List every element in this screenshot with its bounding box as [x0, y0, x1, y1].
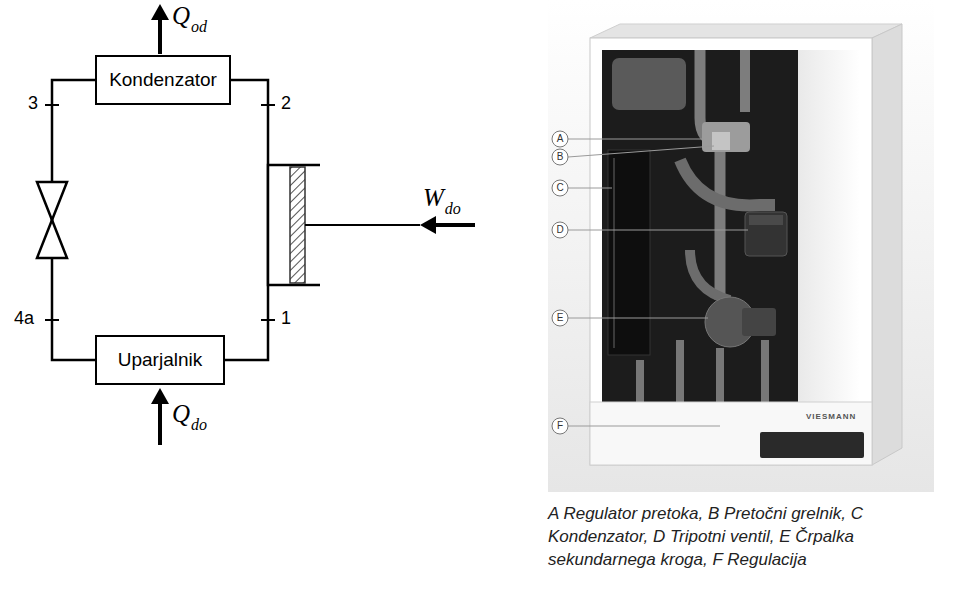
compressor-piston — [290, 167, 305, 283]
component-box: Uparjalnik — [95, 335, 225, 385]
leader-line — [568, 139, 704, 140]
leader-line — [568, 188, 612, 189]
cycle-line — [52, 80, 95, 360]
pipe — [761, 340, 769, 402]
quantity-subscript: do — [191, 416, 207, 434]
brand-logo: VIESMANN — [806, 412, 856, 421]
control-display — [760, 432, 864, 458]
callout-circle — [552, 180, 568, 196]
state-number: 1 — [281, 308, 291, 329]
quantity-subscript: od — [191, 18, 207, 36]
control-panel — [590, 402, 872, 465]
figure-caption: A Regulator pretoka, B Pretočni grelnik,… — [548, 503, 910, 572]
box-label: Kondenzator — [109, 69, 217, 92]
pipe — [690, 250, 730, 300]
callout-letter: E — [552, 310, 568, 326]
pump-motor — [742, 308, 776, 336]
pipe — [740, 50, 750, 112]
heat-arrow — [158, 402, 162, 445]
callout-circle — [552, 418, 568, 434]
work-arrow — [434, 223, 475, 227]
pipe — [700, 50, 720, 300]
callout-circle — [552, 310, 568, 326]
state-tick — [261, 319, 275, 321]
photo-ground — [548, 0, 934, 492]
interior-wall — [798, 50, 860, 402]
callout-letter: B — [552, 149, 568, 165]
state-tick — [45, 104, 59, 106]
callout-letter: A — [552, 131, 568, 147]
casing-interior — [602, 50, 798, 402]
callout-letter: F — [552, 418, 568, 434]
piston-rod — [305, 224, 420, 226]
leader-line — [568, 230, 748, 231]
state-number: 3 — [28, 93, 38, 114]
quantity-symbol: W — [423, 184, 444, 213]
pipe — [716, 348, 724, 402]
flow-regulator — [702, 122, 750, 152]
casing-front — [590, 38, 872, 465]
valve-motor-top — [749, 215, 783, 225]
valve-symbol — [37, 182, 67, 220]
leader-line — [568, 318, 708, 319]
callout-letter: C — [552, 180, 568, 196]
state-tick — [45, 319, 59, 321]
cycle-line — [225, 80, 268, 360]
valve-symbol — [37, 220, 67, 258]
leader-line — [568, 426, 720, 427]
quantity-symbol: Q — [172, 400, 190, 429]
callout-circle — [552, 131, 568, 147]
casing-top — [590, 24, 902, 38]
callout-circle — [552, 222, 568, 238]
work-arrow-head — [420, 216, 436, 234]
component-box: Kondenzator — [95, 55, 231, 105]
quantity-subscript: do — [445, 200, 461, 218]
condenser-highlight — [613, 158, 615, 348]
expansion-vessel — [612, 58, 686, 110]
callout-letter: D — [552, 222, 568, 238]
pipe — [676, 340, 684, 402]
valve-motor — [745, 212, 787, 256]
leader-line — [568, 146, 714, 157]
box-label: Uparjalnik — [118, 349, 202, 372]
state-tick — [261, 104, 275, 106]
callout-circle — [552, 149, 568, 165]
heat-arrow — [158, 18, 162, 54]
heat-arrow-head — [151, 4, 169, 20]
casing-side — [872, 24, 902, 465]
state-number: 4a — [14, 308, 34, 329]
pipe — [636, 360, 644, 402]
flow-heater — [712, 132, 730, 150]
pipe — [680, 160, 775, 205]
heat-arrow-head — [151, 388, 169, 404]
quantity-symbol: Q — [172, 2, 190, 31]
condenser-body — [608, 150, 650, 355]
state-number: 2 — [281, 93, 291, 114]
